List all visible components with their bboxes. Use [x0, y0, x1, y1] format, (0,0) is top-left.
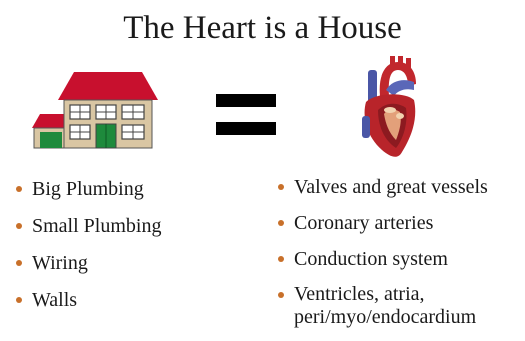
heart-anatomy-icon	[362, 56, 416, 157]
list-item: Ventricles, atria, peri/myo/endocardium	[274, 283, 488, 329]
heart-component-list: Valves and great vessels Coronary arteri…	[274, 175, 488, 341]
house-component-list: Big Plumbing Small Plumbing Wiring Walls	[12, 177, 161, 325]
house-icon	[32, 72, 158, 149]
list-item: Coronary arteries	[274, 211, 488, 235]
list-item: Small Plumbing	[12, 214, 161, 238]
bullet-icon	[16, 260, 22, 266]
list-item-label: Big Plumbing	[32, 178, 144, 200]
page-title: The Heart is a House	[123, 10, 402, 46]
list-item: Wiring	[12, 251, 161, 275]
list-item: Walls	[12, 288, 161, 312]
list-item: Valves and great vessels	[274, 175, 488, 199]
list-item-label-continued: peri/myo/endocardium	[294, 306, 477, 328]
list-item-label: Ventricles, atria,	[294, 283, 425, 305]
list-item-label: Wiring	[32, 252, 88, 274]
bullet-icon	[16, 223, 22, 229]
list-item-label: Small Plumbing	[32, 215, 162, 237]
equals-icon	[216, 94, 276, 138]
list-item-label: Valves and great vessels	[294, 176, 488, 198]
bullet-icon	[278, 256, 284, 262]
list-item-label: Conduction system	[294, 248, 448, 270]
list-item-label: Coronary arteries	[294, 212, 434, 234]
list-item: Big Plumbing	[12, 177, 161, 201]
bullet-icon	[278, 184, 284, 190]
bullet-icon	[16, 297, 22, 303]
bullet-icon	[16, 186, 22, 192]
bullet-icon	[278, 220, 284, 226]
bullet-icon	[278, 292, 284, 298]
list-item-label: Walls	[32, 289, 78, 311]
list-item: Conduction system	[274, 247, 488, 271]
